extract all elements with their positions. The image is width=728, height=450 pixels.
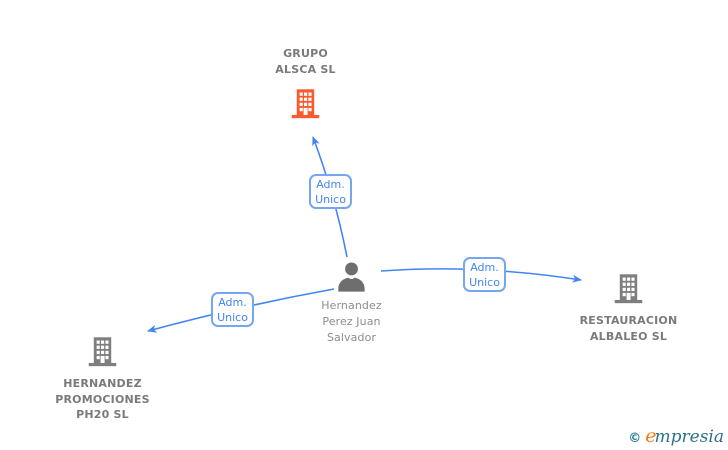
node-restauracion-albaleo[interactable]: RESTAURACION ALBALEO SL xyxy=(566,272,691,344)
node-grupo-alsca[interactable]: GRUPO ALSCA SL xyxy=(243,46,368,120)
copyright-icon: © xyxy=(628,431,642,446)
empresia-watermark: © empresia xyxy=(628,425,724,447)
edge-label-adm-unico-top: Adm. Unico xyxy=(309,174,352,209)
person-name: Hernandez Perez Juan Salvador xyxy=(321,299,382,344)
company-name: GRUPO ALSCA SL xyxy=(275,47,336,76)
company-name: HERNANDEZ PROMOCIONES PH20 SL xyxy=(55,377,150,421)
node-person-hernandez-perez[interactable]: Hernandez Perez Juan Salvador xyxy=(289,260,414,346)
brand-logo: empresia xyxy=(645,425,724,447)
edge-label-adm-unico-left: Adm. Unico xyxy=(211,292,254,327)
person-icon xyxy=(334,260,369,295)
node-hernandez-promociones[interactable]: HERNANDEZ PROMOCIONES PH20 SL xyxy=(40,335,165,423)
building-icon xyxy=(86,335,119,368)
building-icon xyxy=(289,87,322,120)
building-icon xyxy=(612,272,645,305)
company-name: RESTAURACION ALBALEO SL xyxy=(579,314,678,343)
edge-label-adm-unico-right: Adm. Unico xyxy=(463,257,506,292)
